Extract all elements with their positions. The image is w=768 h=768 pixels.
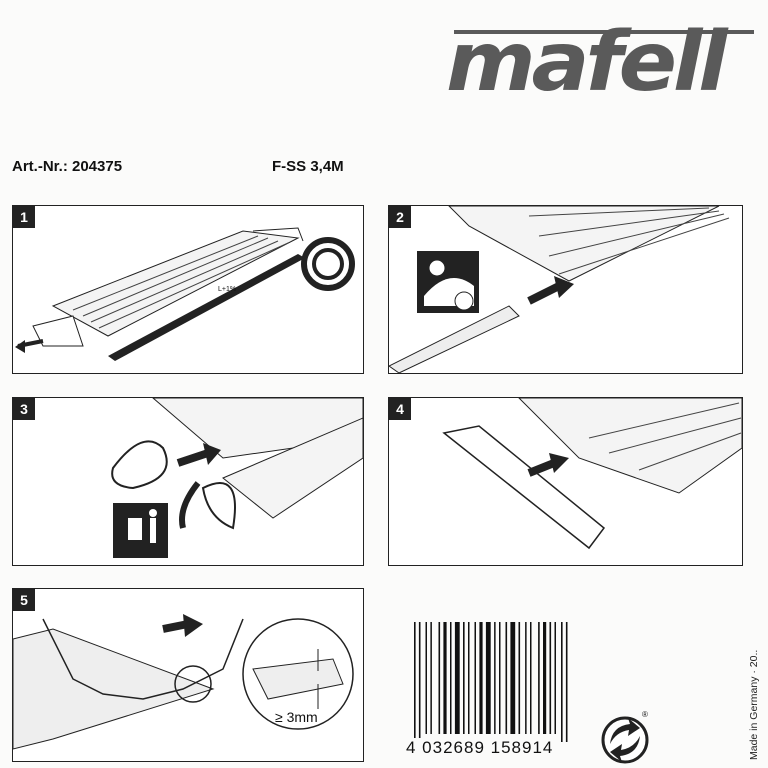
step-4-panel: 4	[388, 397, 743, 566]
step-number: 1	[13, 206, 35, 228]
step-number: 4	[389, 398, 411, 420]
logo-bar	[454, 30, 754, 34]
step-2-panel: 2	[388, 205, 743, 374]
barcode-digits: 4 032689 158914	[404, 738, 556, 758]
step-5-illustration	[13, 614, 354, 750]
registered-mark: ®	[642, 710, 648, 719]
barcode-bar	[418, 622, 421, 742]
barcode-bar	[538, 622, 540, 734]
barcode-bar	[518, 622, 521, 734]
barcode-bar	[561, 622, 563, 742]
barcode-bar	[505, 622, 508, 734]
barcode-bar	[468, 622, 470, 734]
model-name: F-SS 3,4M	[272, 158, 344, 175]
barcode-bar	[430, 622, 432, 734]
step-number: 3	[13, 398, 35, 420]
barcode-bar	[549, 622, 552, 734]
barcode-bar	[530, 622, 532, 734]
barcode-bar	[463, 622, 465, 734]
barcode	[414, 622, 568, 742]
barcode-bar	[414, 622, 416, 742]
barcode-bar	[485, 622, 491, 734]
step-1-panel: 1 L+1%	[12, 205, 364, 374]
barcode-bar	[525, 622, 527, 734]
barcode-bar	[450, 622, 452, 734]
step-4-illustration	[442, 398, 742, 550]
length-label: L+1%	[218, 286, 237, 293]
barcode-bar	[494, 622, 496, 734]
mafell-logo: mafell	[446, 18, 758, 108]
barcode-bar	[474, 622, 476, 734]
clearance-label: ≥ 3mm	[275, 709, 318, 725]
barcode-bar	[565, 622, 568, 742]
barcode-bar	[499, 622, 501, 734]
step-3-illustration	[111, 398, 363, 558]
step-1-illustration	[15, 227, 355, 361]
step-3-panel: 3	[12, 397, 364, 566]
step-number: 2	[389, 206, 411, 228]
green-dot-recycle-icon	[601, 716, 649, 764]
article-number: Art.-Nr.: 204375	[12, 158, 123, 175]
made-in-germany: Made in Germany · 20..	[748, 649, 760, 760]
barcode-bar	[510, 622, 516, 734]
barcode-bar	[425, 622, 427, 734]
barcode-bar	[443, 622, 447, 734]
logo-text: mafell	[446, 15, 728, 110]
barcode-bar	[543, 622, 547, 734]
step-number: 5	[13, 589, 35, 611]
barcode-bar	[554, 622, 556, 734]
barcode-bar	[438, 622, 441, 734]
step-2-illustration	[389, 206, 730, 373]
barcode-bar	[454, 622, 460, 734]
step-5-panel: 5 ≥ 3mm	[12, 588, 364, 762]
barcode-bar	[479, 622, 483, 734]
